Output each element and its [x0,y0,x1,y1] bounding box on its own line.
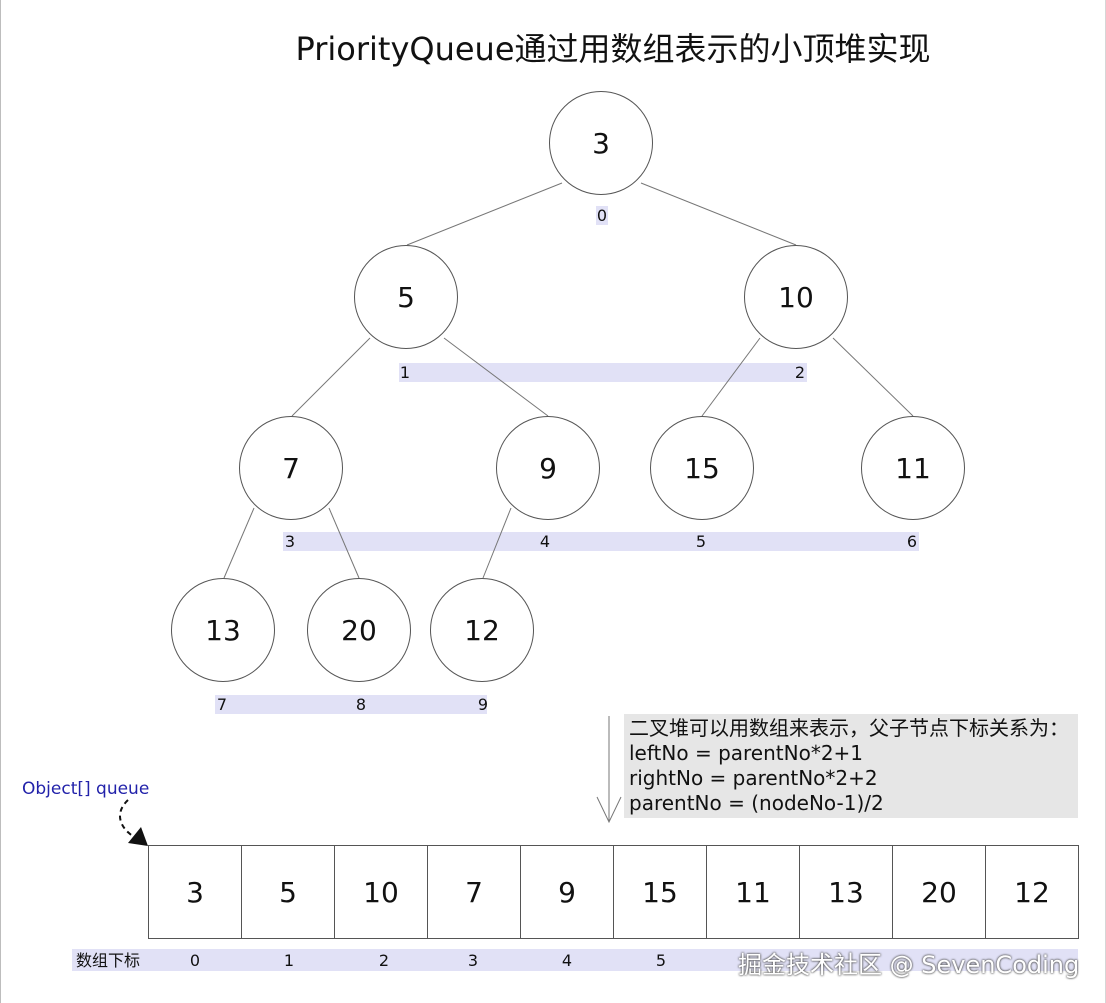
array-cell-7: 13 [800,845,893,939]
array-cell-1: 5 [242,845,335,939]
array-index-band [72,949,1078,971]
node-index-1: 1 [399,363,411,382]
queue-array: 3 5 10 7 9 15 11 13 20 12 [148,845,1079,939]
index-band-level-0 [596,206,608,225]
edge-1-4 [443,337,549,417]
heap-node-7: 13 [171,578,275,682]
heap-node-2: 10 [744,245,848,349]
heap-node-5: 15 [650,416,754,520]
array-cell-9: 12 [986,845,1079,939]
note-arrow-head [596,796,622,824]
index-band-level-2 [283,532,919,551]
edge-2-5 [701,337,761,417]
note-line-1: 二叉堆可以用数组来表示，父子节点下标关系为： [629,716,1069,740]
node-index-7: 7 [216,695,228,714]
array-cell-4: 9 [521,845,614,939]
array-index-1: 1 [283,951,295,970]
node-index-4: 4 [539,532,551,551]
edge-1-3 [291,337,371,417]
edge-4-9 [482,507,512,579]
index-band-level-3 [215,695,487,714]
array-cell-2: 10 [335,845,428,939]
note-line-4: parentNo = (nodeNo-1)/2 [629,791,884,815]
frame-left-border [0,0,1,1003]
edge-0-1 [406,182,563,246]
queue-label: Object[] queue [22,779,150,799]
array-cell-8: 20 [893,845,986,939]
edge-3-8 [328,507,360,579]
heap-node-3: 7 [239,416,343,520]
array-cell-0: 3 [149,845,242,939]
heap-node-0: 3 [549,91,653,195]
heap-node-1: 5 [354,245,458,349]
edge-0-2 [640,182,797,246]
array-index-4: 4 [561,951,573,970]
array-cell-5: 15 [614,845,707,939]
array-cell-3: 7 [428,845,521,939]
note-line-3: rightNo = parentNo*2+2 [629,766,878,790]
node-index-2: 2 [794,363,806,382]
relation-note: 二叉堆可以用数组来表示，父子节点下标关系为： leftNo = parentNo… [624,714,1078,818]
note-line-2: leftNo = parentNo*2+1 [629,741,864,765]
node-index-6: 6 [906,532,918,551]
heap-node-8: 20 [307,578,411,682]
node-index-8: 8 [355,695,367,714]
array-index-label: 数组下标 [76,951,141,970]
index-band-level-1 [399,363,807,382]
queue-pointer-arrowhead [128,827,148,846]
array-index-3: 3 [467,951,479,970]
array-index-2: 2 [378,951,390,970]
node-index-9: 9 [477,695,489,714]
edge-2-6 [832,337,914,417]
heap-node-9: 12 [430,578,534,682]
node-index-3: 3 [284,532,296,551]
array-cell-6: 11 [707,845,800,939]
node-index-5: 5 [695,532,707,551]
edge-3-7 [223,507,255,579]
watermark: 掘金技术社区 @ SevenCoding [738,951,1080,979]
heap-node-4: 9 [496,416,600,520]
array-index-0: 0 [189,951,201,970]
diagram-title: PriorityQueue通过用数组表示的小顶堆实现 [295,30,931,68]
heap-node-6: 11 [861,416,965,520]
node-index-0: 0 [596,206,608,225]
array-index-5: 5 [655,951,667,970]
